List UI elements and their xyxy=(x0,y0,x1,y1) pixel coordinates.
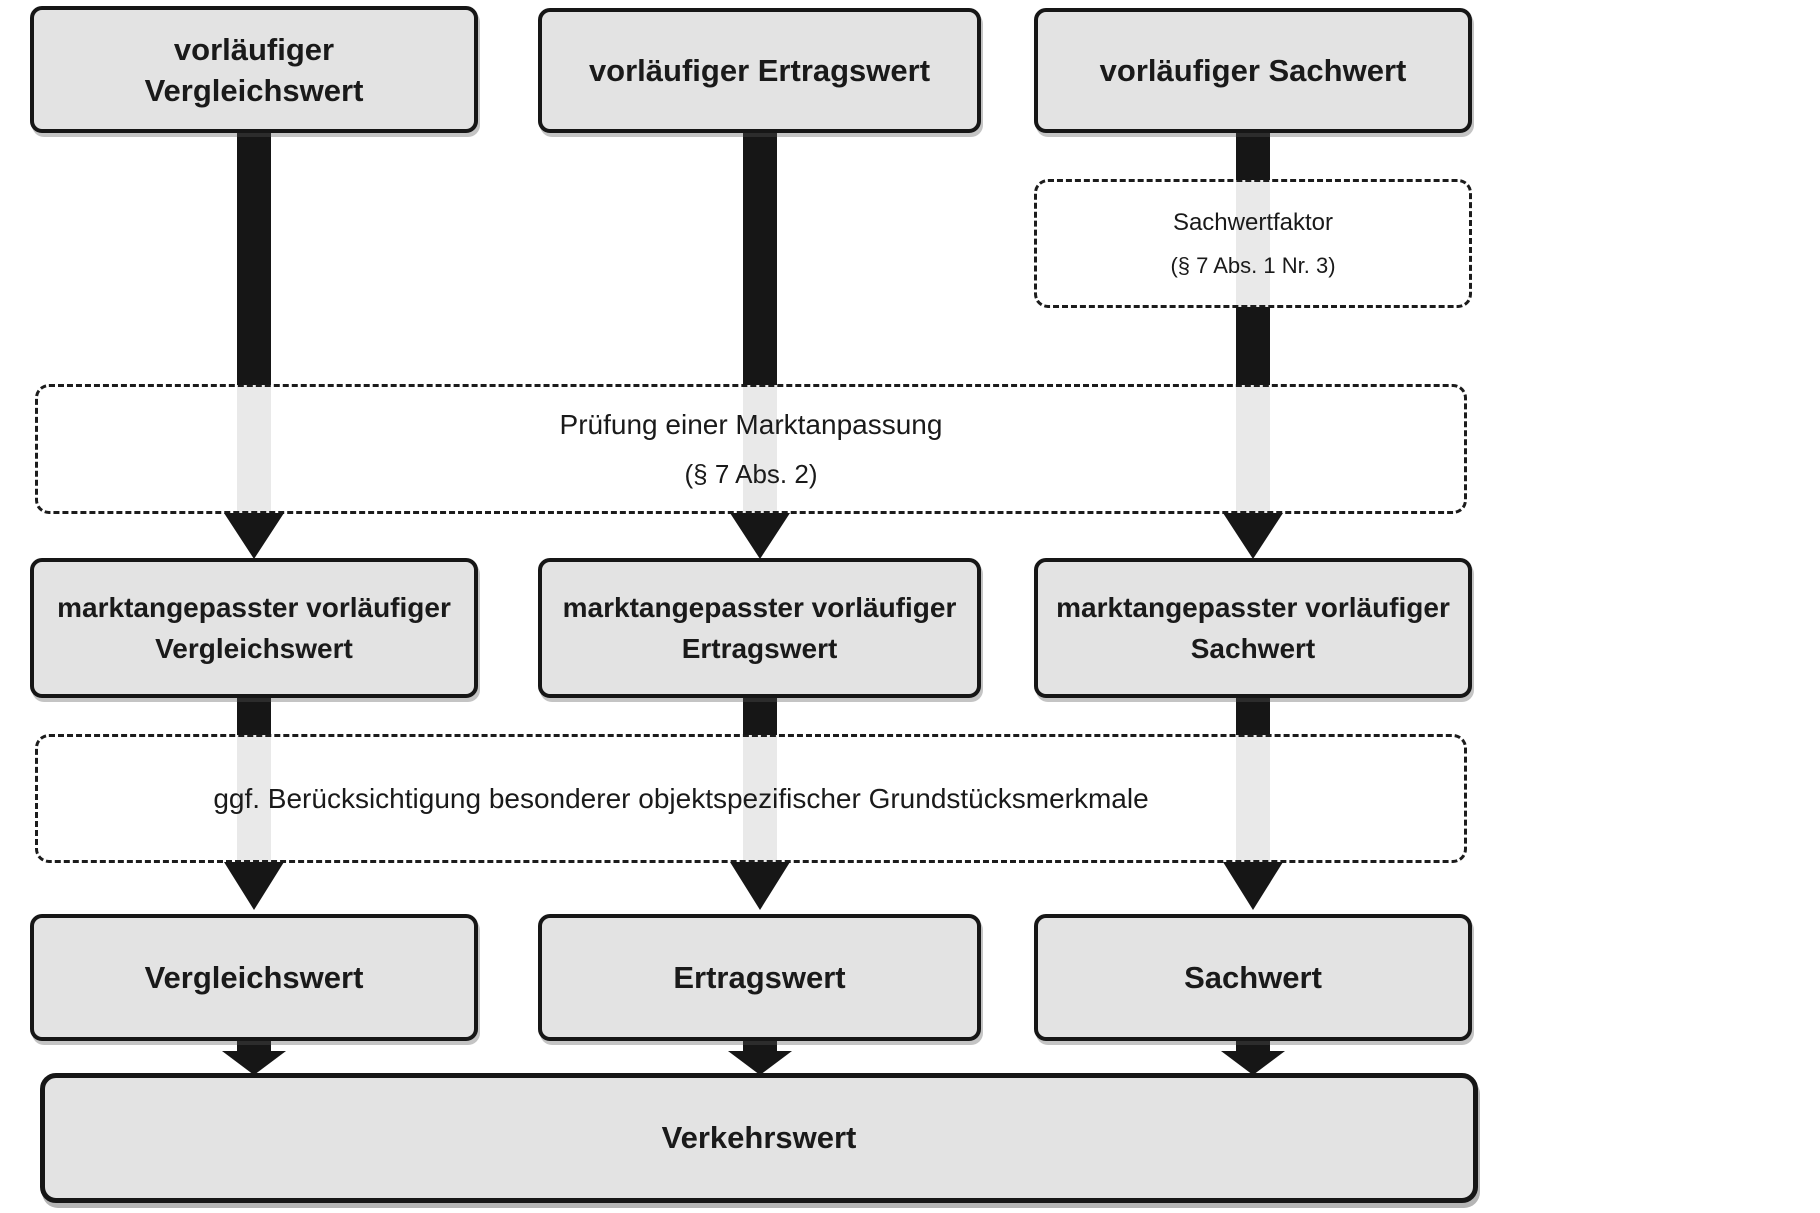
box-vorlaeufiger-sachwert: vorläufiger Sachwert xyxy=(1034,8,1472,133)
sachwertfaktor-title: Sachwertfaktor xyxy=(1172,208,1334,236)
arrow-shaft-ghost xyxy=(237,385,271,513)
box-label: vorläufiger Ertragswert xyxy=(588,53,931,88)
arrow-head xyxy=(730,513,790,559)
arrow-shaft xyxy=(743,1039,777,1052)
box-verkehrswert: Verkehrswert xyxy=(40,1073,1478,1203)
box-label: vorläufiger Sachwert xyxy=(1099,53,1407,88)
box-label: marktangepasster vorläufiger Ertragswert xyxy=(562,592,957,664)
arrow-shaft xyxy=(743,695,777,735)
arrow-head xyxy=(730,862,790,910)
arrow-head xyxy=(728,1051,792,1075)
box-label: Verkehrswert xyxy=(661,1120,857,1155)
arrow-shaft xyxy=(237,695,271,735)
arrow-head xyxy=(222,1051,286,1075)
arrow-head xyxy=(1223,862,1283,910)
box-marktangepasster-vergleichswert: marktangepasster vorläufiger Vergleichsw… xyxy=(30,558,478,698)
arrow-shaft-ghost xyxy=(237,735,271,862)
box-marktangepasster-ertragswert: marktangepasster vorläufiger Ertragswert xyxy=(538,558,981,698)
arrow-head xyxy=(224,862,284,910)
dashed-box-sachwertfaktor: Sachwertfaktor (§ 7 Abs. 1 Nr. 3) xyxy=(1034,179,1472,308)
arrow-shaft-ghost xyxy=(1236,735,1270,862)
arrow-shaft-ghost xyxy=(1236,180,1270,307)
arrow-head xyxy=(224,513,284,559)
box-label: vorläufiger Vergleichswert xyxy=(144,31,364,108)
arrow-shaft-ghost xyxy=(743,735,777,862)
dashed-box-grundstuecksmerkmale: ggf. Berücksichtigung besonderer objekts… xyxy=(35,734,1467,863)
arrow-head xyxy=(1221,1051,1285,1075)
box-vorlaeufiger-vergleichswert: vorläufiger Vergleichswert xyxy=(30,6,478,133)
grundstuecksmerkmale-label: ggf. Berücksichtigung besonderer objekts… xyxy=(213,782,1149,814)
marktanpassung-title: Prüfung einer Marktanpassung xyxy=(559,409,943,440)
box-ertragswert: Ertragswert xyxy=(538,914,981,1041)
arrow-shaft xyxy=(237,1039,271,1052)
box-marktangepasster-sachwert: marktangepasster vorläufiger Sachwert xyxy=(1034,558,1472,698)
arrow-shaft xyxy=(743,132,777,385)
box-label: marktangepasster vorläufiger Vergleichsw… xyxy=(57,592,451,664)
arrow-shaft xyxy=(237,132,271,385)
box-vorlaeufiger-ertragswert: vorläufiger Ertragswert xyxy=(538,8,981,133)
box-label: Vergleichswert xyxy=(144,959,364,995)
dashed-box-marktanpassung: Prüfung einer Marktanpassung (§ 7 Abs. 2… xyxy=(35,384,1467,514)
box-label: marktangepasster vorläufiger Sachwert xyxy=(1056,592,1450,664)
box-label: Ertragswert xyxy=(673,959,846,995)
box-label: Sachwert xyxy=(1184,959,1322,995)
marktanpassung-ref: (§ 7 Abs. 2) xyxy=(684,459,818,489)
arrow-shaft xyxy=(1236,307,1270,385)
arrow-shaft-ghost xyxy=(1236,385,1270,513)
box-vergleichswert: Vergleichswert xyxy=(30,914,478,1041)
arrow-shaft xyxy=(1236,695,1270,735)
arrow-head xyxy=(1223,513,1283,559)
sachwertfaktor-ref: (§ 7 Abs. 1 Nr. 3) xyxy=(1170,252,1336,278)
arrow-shaft xyxy=(1236,132,1270,180)
arrow-shaft-ghost xyxy=(743,385,777,513)
box-sachwert: Sachwert xyxy=(1034,914,1472,1041)
arrow-shaft xyxy=(1236,1039,1270,1052)
